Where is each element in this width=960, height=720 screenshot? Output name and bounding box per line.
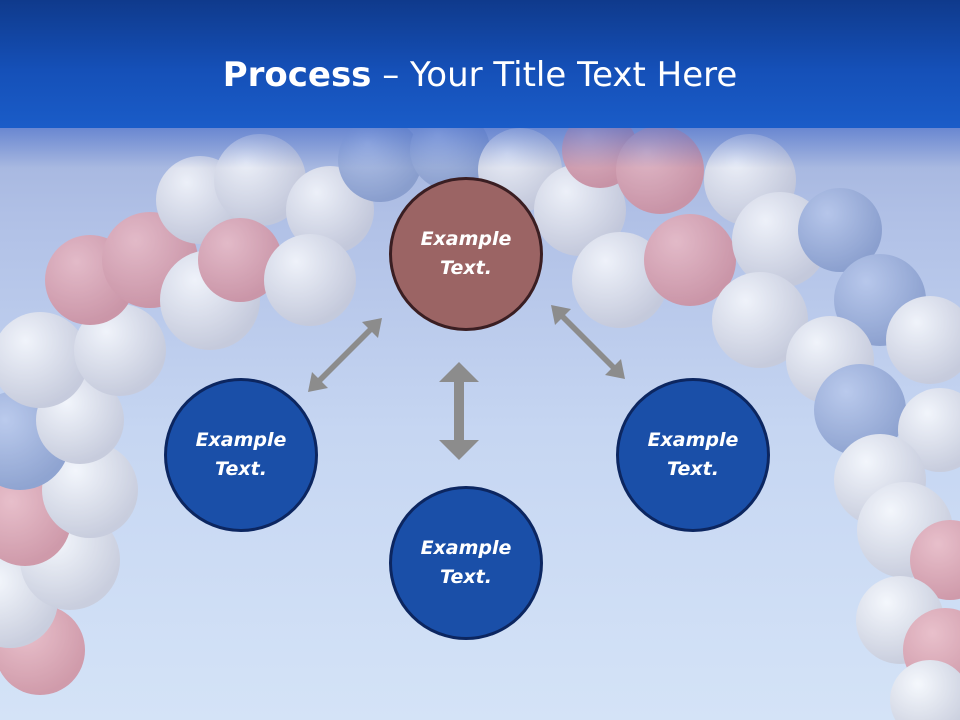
process-node-bottom-line1: Example [420,537,512,559]
process-node-left-line1: Example [195,429,287,451]
process-node-bottom: Example Text. [389,486,543,640]
slide-title-bold: Process [222,55,372,95]
process-node-top-line2: Text. [440,257,492,279]
double-arrow-right-diagonal [551,305,625,379]
process-node-left-line2: Text. [215,458,267,480]
process-node-top: Example Text. [389,177,543,331]
process-node-right-line1: Example [647,429,739,451]
process-node-top-line1: Example [420,228,512,250]
title-bar [0,0,960,128]
slide-title: Process – Your Title Text Here [0,54,960,96]
title-bar-fade [0,128,960,168]
double-arrow-vertical [439,362,479,460]
process-node-right: Example Text. [616,378,770,532]
double-arrow-left-diagonal [308,318,382,392]
process-node-right-line2: Text. [667,458,719,480]
process-node-bottom-line2: Text. [440,566,492,588]
slide-title-rest: – Your Title Text Here [371,55,738,95]
process-node-left: Example Text. [164,378,318,532]
